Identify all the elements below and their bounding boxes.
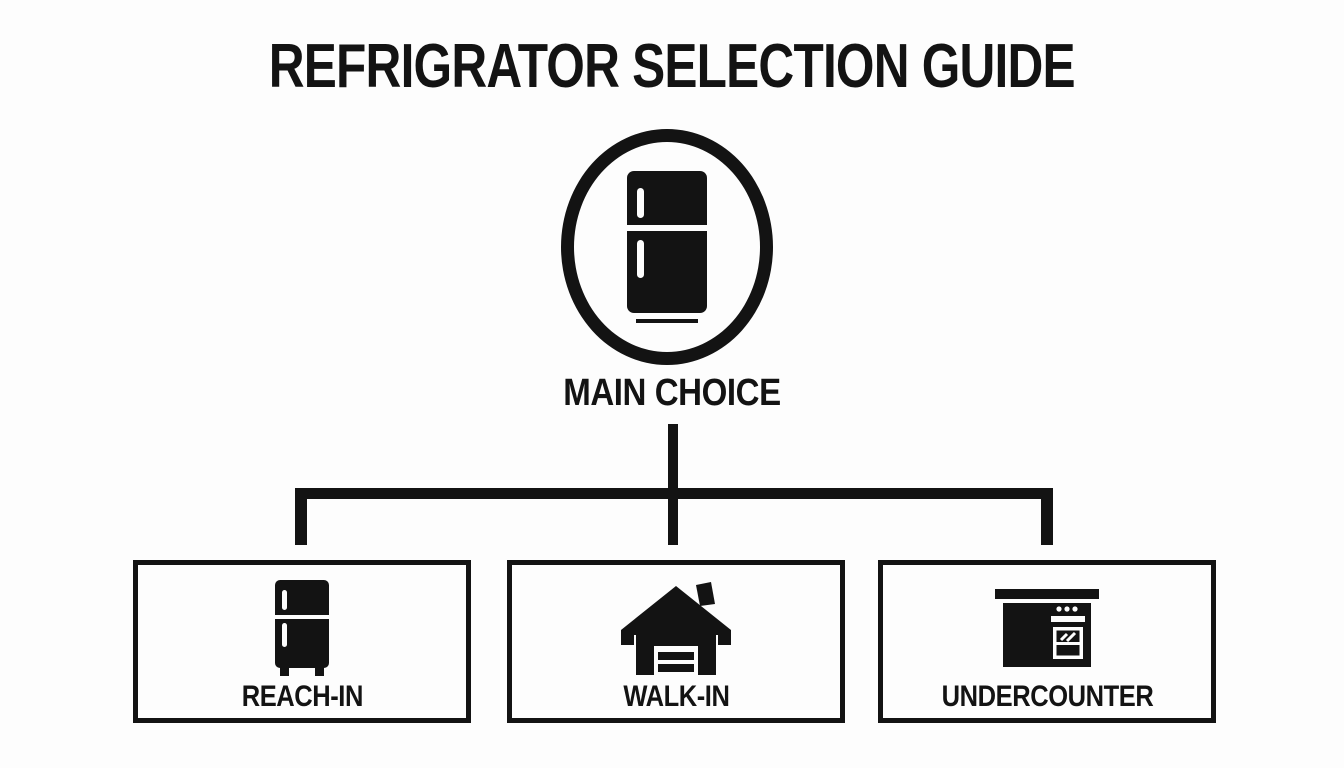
option-undercounter: UNDERCOUNTER [878, 560, 1216, 723]
main-choice-label-text: MAIN CHOICE [563, 372, 781, 414]
connector-horizontal-bar [295, 488, 1053, 499]
undercounter-icon-wrap [995, 580, 1099, 676]
reach-in-refrigerator-icon [275, 580, 329, 676]
walk-in-cooler-icon [621, 581, 731, 675]
main-choice-label: MAIN CHOICE [0, 374, 1344, 412]
reach-in-icon-wrap [274, 580, 330, 676]
option-reach-in-label-text: REACH-IN [241, 680, 363, 713]
option-reach-in-label: REACH-IN [231, 682, 374, 712]
option-walk-in: WALK-IN [507, 560, 845, 723]
option-reach-in: REACH-IN [133, 560, 471, 723]
undercounter-refrigerator-icon [995, 589, 1099, 667]
connector-stem [668, 424, 678, 545]
page-title-text: REFRIGRATOR SELECTION GUIDE [268, 32, 1076, 101]
main-choice-node [561, 129, 773, 365]
walk-in-icon-wrap [621, 580, 731, 676]
refrigerator-icon [627, 171, 707, 323]
option-walk-in-label: WALK-IN [614, 682, 739, 712]
option-walk-in-label-text: WALK-IN [622, 680, 730, 713]
option-undercounter-label: UNDERCOUNTER [923, 682, 1172, 712]
page-title: REFRIGRATOR SELECTION GUIDE [0, 36, 1344, 98]
option-undercounter-label-text: UNDERCOUNTER [941, 680, 1153, 713]
connector-drop-left [295, 488, 307, 545]
connector-drop-right [1041, 488, 1053, 545]
